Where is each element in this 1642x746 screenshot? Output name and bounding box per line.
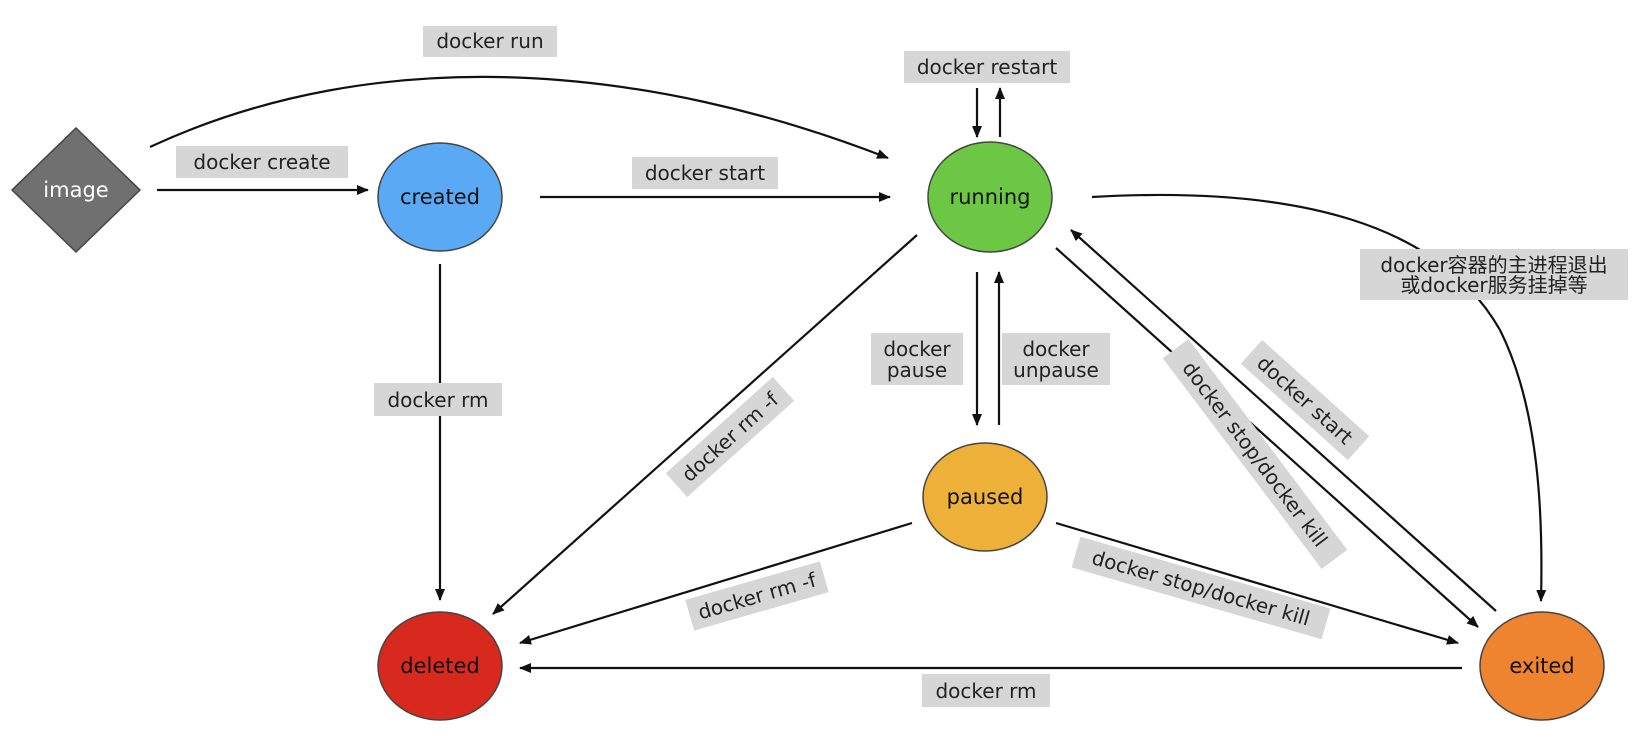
image-diamond: [10, 126, 142, 254]
svg-text:docker start: docker start: [1252, 351, 1358, 449]
deleted-circle: [377, 611, 503, 721]
node-exited: exited: [1479, 611, 1605, 721]
svg-text:或docker服务挂掉等: 或docker服务挂掉等: [1400, 273, 1587, 297]
label-docker-restart: docker restart: [904, 51, 1070, 83]
edge-docker-run: [149, 75, 889, 160]
label-docker-start-created: docker start: [632, 157, 778, 189]
svg-text:docker rm: docker rm: [935, 679, 1036, 703]
label-docker-rm-exited: docker rm: [922, 674, 1050, 707]
node-deleted: deleted: [377, 611, 503, 721]
label-docker-rm-created: docker rm: [374, 383, 502, 416]
label-docker-pause: docker pause: [871, 333, 963, 385]
svg-text:unpause: unpause: [1013, 358, 1099, 382]
svg-text:docker create: docker create: [193, 150, 330, 174]
node-running: running: [927, 141, 1053, 253]
svg-text:docker容器的主进程退出: docker容器的主进程退出: [1380, 253, 1607, 277]
deleted-label: deleted: [400, 654, 480, 678]
edge-main-process-exit: [1091, 193, 1547, 602]
paused-label: paused: [947, 485, 1024, 509]
edge-docker-rm-f-paused: [519, 521, 913, 645]
svg-text:docker: docker: [1022, 337, 1090, 361]
label-main-process-exit: docker容器的主进程退出 或docker服务挂掉等: [1360, 249, 1628, 300]
label-docker-unpause: docker unpause: [1002, 333, 1110, 385]
svg-text:docker restart: docker restart: [917, 55, 1058, 79]
created-label: created: [400, 185, 480, 209]
svg-text:docker rm: docker rm: [387, 388, 488, 412]
svg-text:docker: docker: [883, 337, 951, 361]
node-paused: paused: [922, 442, 1048, 552]
label-docker-rm-f-running: docker rm -f: [665, 376, 795, 498]
node-created: created: [377, 142, 503, 252]
label-docker-run: docker run: [423, 26, 557, 57]
exited-circle: [1479, 611, 1605, 721]
exited-label: exited: [1509, 654, 1574, 678]
running-label: running: [949, 185, 1030, 209]
image-label: image: [43, 178, 108, 202]
node-image: image: [10, 126, 142, 254]
svg-text:pause: pause: [887, 358, 947, 382]
edge-docker-stop-running: [1055, 247, 1479, 628]
label-docker-create: docker create: [176, 146, 348, 178]
edge-docker-rm-f-running: [492, 234, 918, 615]
label-docker-rm-f-paused: docker rm -f: [685, 561, 829, 631]
svg-text:docker run: docker run: [436, 29, 543, 53]
created-circle: [377, 142, 503, 252]
svg-text:docker start: docker start: [645, 161, 765, 185]
svg-text:docker stop/docker kill: docker stop/docker kill: [1089, 545, 1312, 630]
label-docker-stop-paused: docker stop/docker kill: [1071, 536, 1331, 640]
running-circle: [927, 141, 1053, 253]
edge-docker-start-exited: [1070, 229, 1497, 612]
edge-docker-stop-paused: [1055, 521, 1459, 645]
paused-circle: [922, 442, 1048, 552]
